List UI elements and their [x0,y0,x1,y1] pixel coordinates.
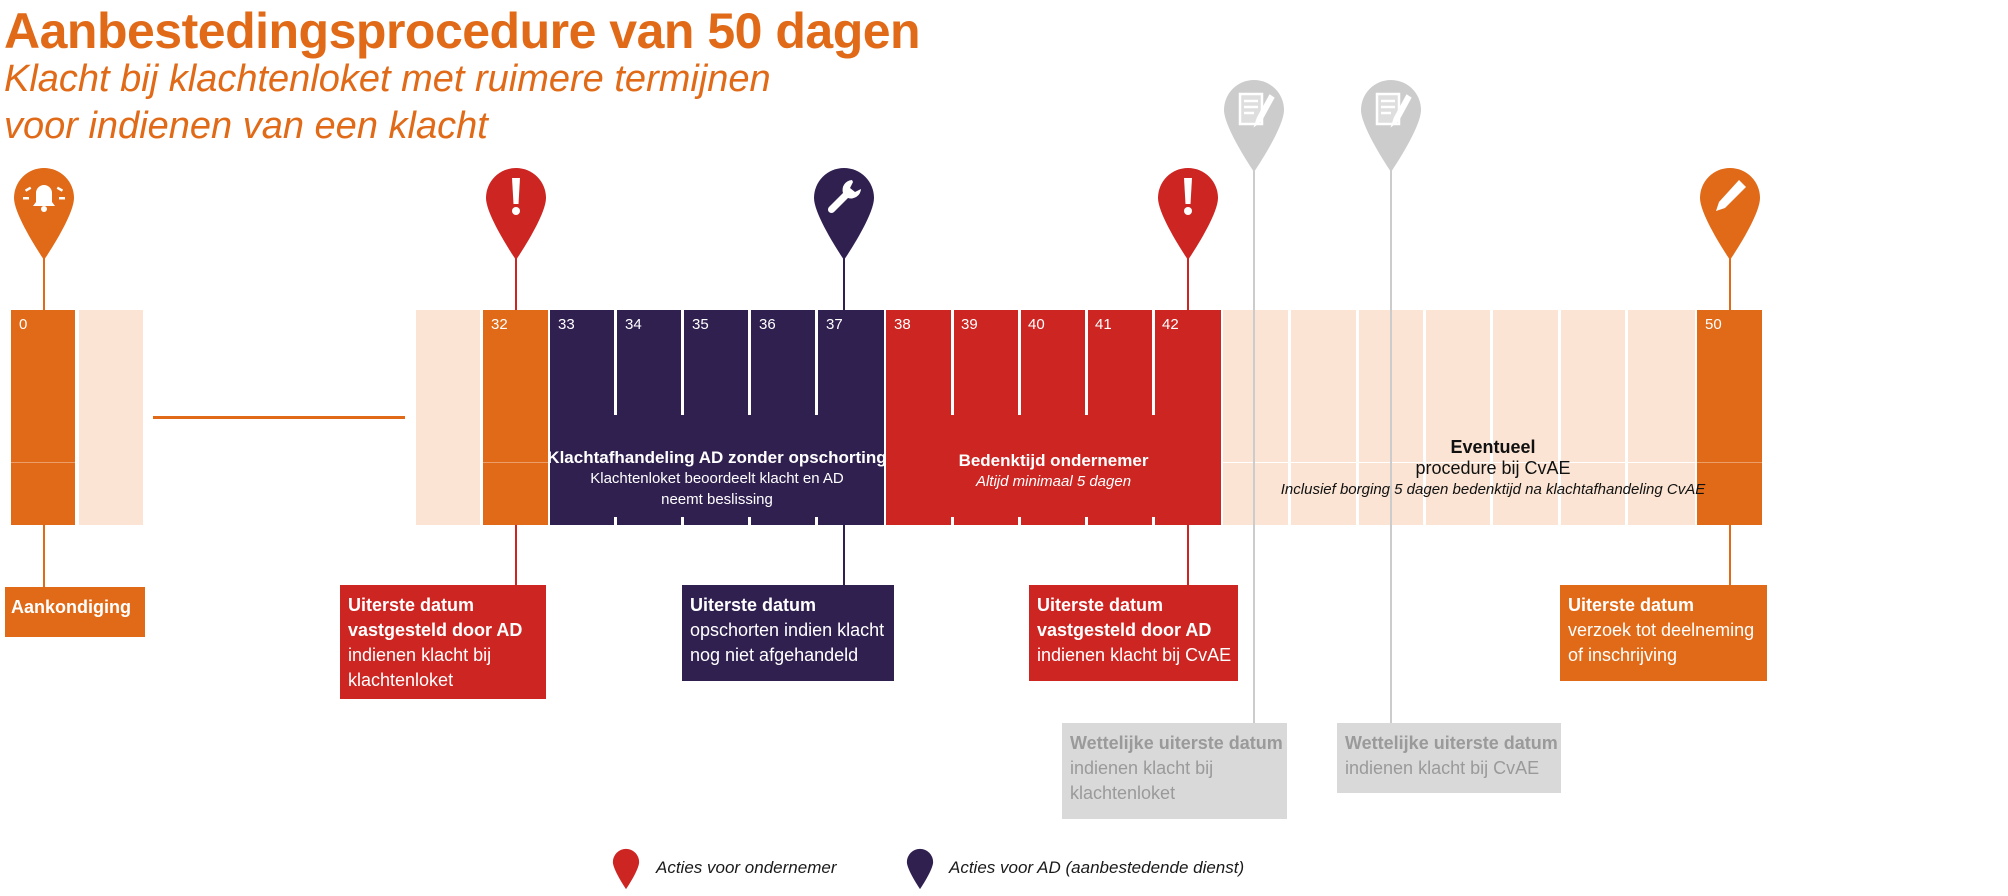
box-day42: Uiterste datum vastgesteld door AD indie… [1029,585,1238,681]
peach-block [1223,310,1695,525]
marker-pin-exclamation [486,168,546,260]
purple-block-title: Klachtafhandeling AD zonder opschorting [547,448,887,467]
day-label-32: 32 [491,316,508,333]
box-gray-2-line1: indienen klacht bij CvAE [1345,758,1540,778]
page-title: Aanbestedingsprocedure van 50 dagen [4,3,921,59]
timeline-cell-peach [416,310,480,525]
marker-pin-document [1361,80,1421,172]
legend-item-ondernemer: Acties voor ondernemer [656,858,837,877]
box-gray-1-line1: indienen klacht bij [1070,758,1214,778]
box-day42-head1: Uiterste datum [1037,595,1164,615]
marker-pin-wrench [814,168,874,260]
box-day32-line1: indienen klacht bij [348,645,492,665]
day-label-37: 37 [826,316,843,333]
box-day42-line1: indienen klacht bij CvAE [1037,645,1232,665]
timeline-gap-line [153,416,405,419]
box-gray-legal-2: Wettelijke uiterste datum indienen klach… [1337,723,1561,793]
document-icon [1238,92,1275,128]
day-label-34: 34 [625,316,642,333]
purple-block: 33 34 35 36 37 [550,310,884,525]
legend-pin-red [612,848,640,890]
day-label-50: 50 [1705,316,1722,333]
box-day32-head1: Uiterste datum [348,595,475,615]
timeline-cell-day-0: 0 [11,310,75,525]
peach-block-line1: procedure bij CvAE [1415,458,1571,478]
box-gray-1-head1: Wettelijke uiterste datum [1070,733,1283,753]
box-day50: Uiterste datum verzoek tot deelneming of… [1560,585,1767,681]
marker-pin-exclamation [1158,168,1218,260]
timeline-cell-day-32: 32 [483,310,548,525]
box-day32: Uiterste datum vastgesteld door AD indie… [340,585,546,699]
box-day37-head1: Uiterste datum [690,595,817,615]
timeline-cell-day-50: 50 [1697,310,1762,525]
marker-pin-document [1224,80,1284,172]
purple-block-line2: neemt beslissing [661,491,773,508]
box-gray-1-line2: klachtenloket [1070,783,1176,803]
box-aankondiging: Aankondiging [5,587,145,637]
subtitle-line-2: voor indienen van een klacht [4,105,488,147]
day-label-36: 36 [759,316,776,333]
day-label-38: 38 [894,316,911,333]
box-gray-2-head1: Wettelijke uiterste datum [1345,733,1558,753]
peach-block-label: Eventueel procedure bij CvAE Inclusief b… [1223,437,1763,500]
peach-block-title: Eventueel [1450,437,1536,457]
box-day37-line2: nog niet afgehandeld [690,645,859,665]
box-day50-head1: Uiterste datum [1568,595,1695,615]
wrench-icon [827,180,861,214]
box-day37: Uiterste datum opschorten indien klacht … [682,585,894,681]
purple-block-line1: Klachtenloket beoordeelt klacht en AD [590,470,844,487]
red-block: 38 39 40 41 42 [886,310,1221,525]
document-icon [1375,92,1412,128]
exclamation-icon [1184,178,1192,215]
pencil-icon [1716,180,1746,211]
box-day50-line1: verzoek tot deelneming [1568,620,1755,640]
box-aankondiging-head: Aankondiging [11,597,131,617]
day-label-42: 42 [1162,316,1179,333]
peach-block-note: Inclusief borging 5 dagen bedenktijd na … [1280,481,1706,498]
red-block-title: Bedenktijd ondernemer [958,451,1149,470]
bell-icon [23,185,65,212]
red-block-label: Bedenktijd ondernemer Altijd minimaal 5 … [886,450,1221,492]
marker-pin-bell [14,168,74,260]
legend-pin-purple [906,848,934,890]
timeline-cell-peach [79,310,143,525]
exclamation-icon [512,178,520,215]
box-day50-line2: of inschrijving [1568,645,1678,665]
box-day32-line2: klachtenloket [348,670,454,690]
red-block-note: Altijd minimaal 5 dagen [975,473,1132,490]
subtitle-line-1: Klacht bij klachtenloket met ruimere ter… [4,58,771,100]
day-label-0: 0 [19,316,28,333]
box-day37-line1: opschorten indien klacht [690,620,885,640]
marker-pin-pencil [1700,168,1760,260]
day-label-40: 40 [1028,316,1045,333]
day-label-41: 41 [1095,316,1112,333]
day-label-33: 33 [558,316,575,333]
box-gray-legal-1: Wettelijke uiterste datum indienen klach… [1062,723,1287,819]
purple-block-label: Klachtafhandeling AD zonder opschorting … [547,447,886,510]
day-label-39: 39 [961,316,978,333]
box-day42-head2: vastgesteld door AD [1037,620,1212,640]
day-label-35: 35 [692,316,709,333]
box-day32-head2: vastgesteld door AD [348,620,523,640]
legend-item-ad: Acties voor AD (aanbestedende dienst) [949,858,1245,877]
